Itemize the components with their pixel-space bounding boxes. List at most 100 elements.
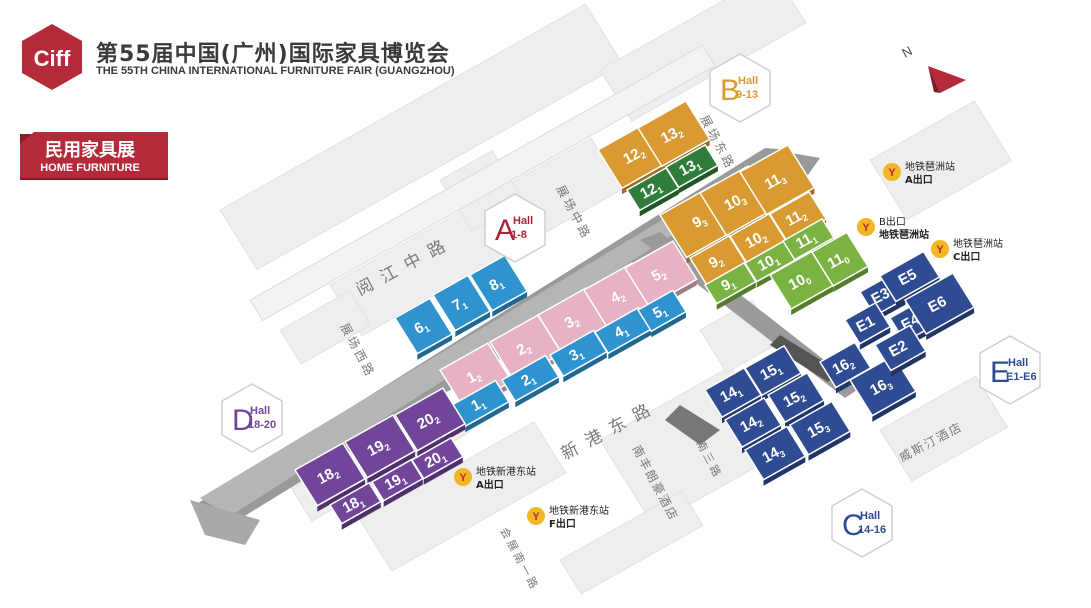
hall-11-3[interactable]: 113 [738, 144, 816, 221]
hall-19-2[interactable]: 192 [343, 414, 417, 484]
hall-label: 21 [518, 369, 538, 391]
hall-20-2[interactable]: 202 [393, 387, 467, 457]
hall-E6[interactable]: E6 [903, 272, 976, 340]
hall-label: 93 [689, 211, 709, 233]
hall-3-2[interactable]: 32 [536, 287, 611, 360]
hall-E5[interactable]: E5 [878, 250, 941, 308]
hall-9-3[interactable]: 93 [658, 182, 745, 264]
hall-12-1[interactable]: 121 [625, 166, 680, 217]
road-name: 新港东路 [558, 396, 663, 464]
hall-16-3[interactable]: 163 [848, 354, 917, 422]
hall-9-2[interactable]: 92 [688, 234, 748, 292]
hall-label: 112 [783, 205, 810, 231]
hall-label: 131 [676, 155, 704, 181]
hall-10-0[interactable]: 100 [768, 250, 835, 316]
hall-14-3[interactable]: 143 [743, 425, 807, 486]
hall-16-2[interactable]: 162 [818, 341, 872, 394]
zone-hall-range: E1-E6 [1006, 371, 1037, 383]
hall-18-1[interactable]: 181 [328, 481, 382, 530]
hall-4-1[interactable]: 41 [593, 306, 653, 360]
hall-13-1[interactable]: 131 [664, 143, 719, 194]
hall-label: 143 [759, 442, 787, 468]
svg-text:F出口: F出口 [549, 517, 576, 530]
svg-text:Y: Y [936, 244, 944, 256]
hall-14-1[interactable]: 141 [703, 366, 763, 424]
hall-7-1[interactable]: 71 [431, 274, 492, 337]
fair-title-en: THE 55TH CHINA INTERNATIONAL FURNITURE F… [96, 65, 455, 77]
road-name: 展场东路 [697, 112, 738, 172]
hall-2-1[interactable]: 21 [500, 354, 560, 408]
hall-E2[interactable]: E2 [873, 324, 927, 377]
hall-18-2[interactable]: 182 [293, 442, 367, 512]
zone-hall-range: 9-13 [736, 89, 758, 101]
hall-10-2[interactable]: 102 [728, 212, 788, 270]
north-arrow-icon: N [899, 43, 966, 93]
hall-1-2[interactable]: 12 [438, 342, 513, 415]
hall-E1[interactable]: E1 [843, 301, 892, 350]
logo-text: Ciff [34, 46, 71, 71]
ground-layer [219, 0, 1013, 595]
hall-15-2[interactable]: 152 [766, 371, 826, 429]
hall-15-3[interactable]: 153 [788, 400, 852, 461]
hall-3-1[interactable]: 31 [548, 329, 608, 383]
hall-6-1[interactable]: 61 [393, 297, 454, 360]
road-name: 阅江中路 [353, 232, 458, 300]
svg-text:A出口: A出口 [476, 478, 504, 491]
zone-letter: B [720, 74, 740, 107]
hall-1-1[interactable]: 11 [450, 379, 510, 433]
hall-10-3[interactable]: 103 [698, 165, 776, 242]
hall-9-1[interactable]: 91 [703, 261, 757, 310]
hall-10-1[interactable]: 101 [743, 239, 797, 288]
hall-label: 71 [450, 293, 470, 315]
zone-hall-word: Hall [738, 75, 758, 87]
svg-text:Y: Y [532, 511, 540, 523]
hall-4-2[interactable]: 42 [582, 262, 657, 335]
hall-E4[interactable]: E4 [888, 299, 937, 348]
hall-label: E5 [895, 266, 919, 290]
hall-5-1[interactable]: 51 [636, 289, 688, 338]
svg-text:地铁琶洲站: 地铁琶洲站 [879, 228, 929, 241]
hall-11-0[interactable]: 110 [810, 231, 870, 292]
compass-label: N [899, 43, 914, 61]
hall-label: 181 [340, 492, 368, 518]
hall-label: 122 [620, 143, 648, 169]
hall-11-2[interactable]: 112 [768, 190, 828, 248]
hall-label: E6 [925, 293, 949, 317]
zone-hall-range: 1-8 [511, 229, 527, 241]
hall-label: E3 [868, 285, 892, 309]
hall-label: 41 [611, 321, 631, 343]
hall-label: E4 [898, 310, 923, 334]
hall-label: 91 [718, 274, 738, 296]
zone-hall-word: Hall [513, 215, 533, 227]
hall-label: 11 [468, 394, 488, 416]
hall-label: 12 [464, 366, 484, 388]
hall-label: 151 [757, 359, 785, 385]
svg-text:Y: Y [459, 472, 467, 484]
hall-label: 192 [364, 435, 392, 461]
hall-13-2[interactable]: 132 [636, 99, 711, 173]
hall-11-1[interactable]: 111 [781, 217, 835, 266]
hall-2-2[interactable]: 22 [488, 314, 563, 387]
hall-label: 132 [658, 122, 686, 148]
hall-label: 141 [717, 381, 745, 407]
hall-5-2[interactable]: 52 [623, 240, 698, 313]
hall-E3[interactable]: E3 [858, 273, 907, 322]
hall-8-1[interactable]: 81 [468, 254, 529, 317]
hall-19-1[interactable]: 191 [370, 458, 424, 507]
hall-label: E1 [853, 313, 877, 337]
hall-20-1[interactable]: 201 [410, 436, 464, 485]
hall-12-2[interactable]: 122 [596, 119, 676, 195]
svg-text:A出口: A出口 [905, 173, 933, 186]
hall-14-2[interactable]: 142 [723, 396, 783, 454]
zone-hall-range: 18-20 [248, 419, 276, 431]
hall-15-1[interactable]: 151 [743, 344, 803, 402]
road-name: 展场中路 [553, 182, 594, 242]
